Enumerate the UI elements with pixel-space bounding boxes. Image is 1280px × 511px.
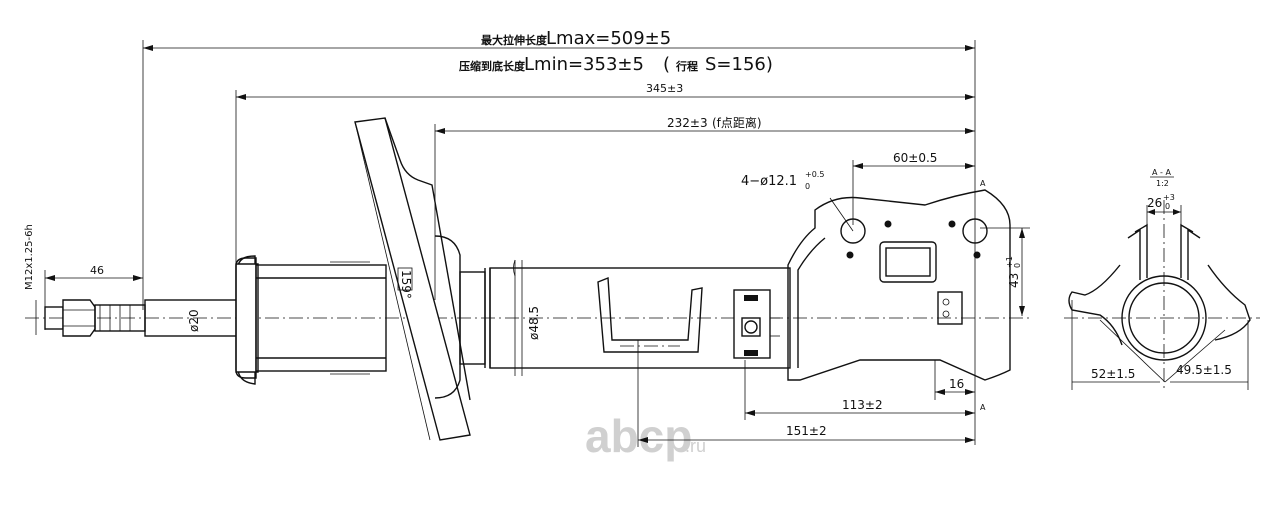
d345-label: 345±3: [646, 82, 683, 95]
link-bracket: [597, 276, 703, 353]
section-view: A - A 1:2 26 +3 0 52±1.5 49.5±1.5: [1064, 168, 1260, 390]
rod-end-thread: [44, 299, 146, 337]
thread-label: M12x1.25-6h: [24, 224, 35, 290]
hole-tol-up: +0.5: [805, 170, 824, 179]
watermark-brand: abcp: [585, 410, 692, 462]
stroke-label: S=156): [705, 54, 773, 75]
hole-tol-low: 0: [805, 182, 810, 191]
lmax-cn-label: 最大拉伸长度: [481, 33, 548, 47]
d26-tol-low: 0: [1165, 202, 1170, 211]
knuckle-bracket: [787, 189, 1011, 381]
d49-label: 49.5±1.5: [1176, 363, 1232, 377]
dimension-labels: 最大拉伸长度 Lmax=509±5 压缩到底长度 Lmin=353±5 ( 行程…: [24, 28, 1022, 438]
tube-dia-label: ø48.5: [527, 306, 541, 340]
d26-tol-up: +3: [1163, 193, 1175, 202]
section-title: A - A: [1152, 168, 1171, 177]
watermark-suffix: .ru: [685, 436, 706, 456]
lmin-cn-label: 压缩到底长度: [459, 59, 526, 73]
spring-seat: 159°: [354, 117, 471, 441]
d52-label: 52±1.5: [1091, 367, 1135, 381]
main-tube: [489, 259, 791, 376]
watermark: abcp .ru: [585, 410, 706, 462]
d46-label: 46: [90, 264, 104, 277]
d43-tol-up: +1: [1005, 256, 1014, 268]
hose-bracket: [733, 289, 780, 359]
section-scale: 1:2: [1156, 179, 1169, 188]
hole-spec-label: 4−ø12.1: [741, 174, 797, 189]
d151-label: 151±2: [786, 424, 827, 438]
angle-label: 159°: [399, 270, 413, 299]
d232-note: (f点距离): [712, 115, 762, 130]
d113-label: 113±2: [842, 398, 883, 412]
d232-label: 232±3: [667, 116, 708, 130]
d43-tol-low: 0: [1013, 263, 1022, 268]
stroke-cn-label: 行程: [675, 59, 698, 73]
lmin-label: Lmin=353±5: [524, 54, 644, 75]
d16-label: 16: [949, 377, 964, 391]
d26-label: 26: [1147, 196, 1162, 210]
section-mark-top: A: [980, 179, 986, 188]
section-mark-bottom: A: [980, 403, 986, 412]
d43-label: 43: [1007, 273, 1021, 288]
rod-dia-label: ø20: [187, 309, 201, 332]
d60-label: 60±0.5: [893, 151, 937, 165]
lmax-label: Lmax=509±5: [546, 28, 671, 49]
top-mount: [235, 255, 387, 385]
stroke-paren: (: [663, 54, 670, 75]
